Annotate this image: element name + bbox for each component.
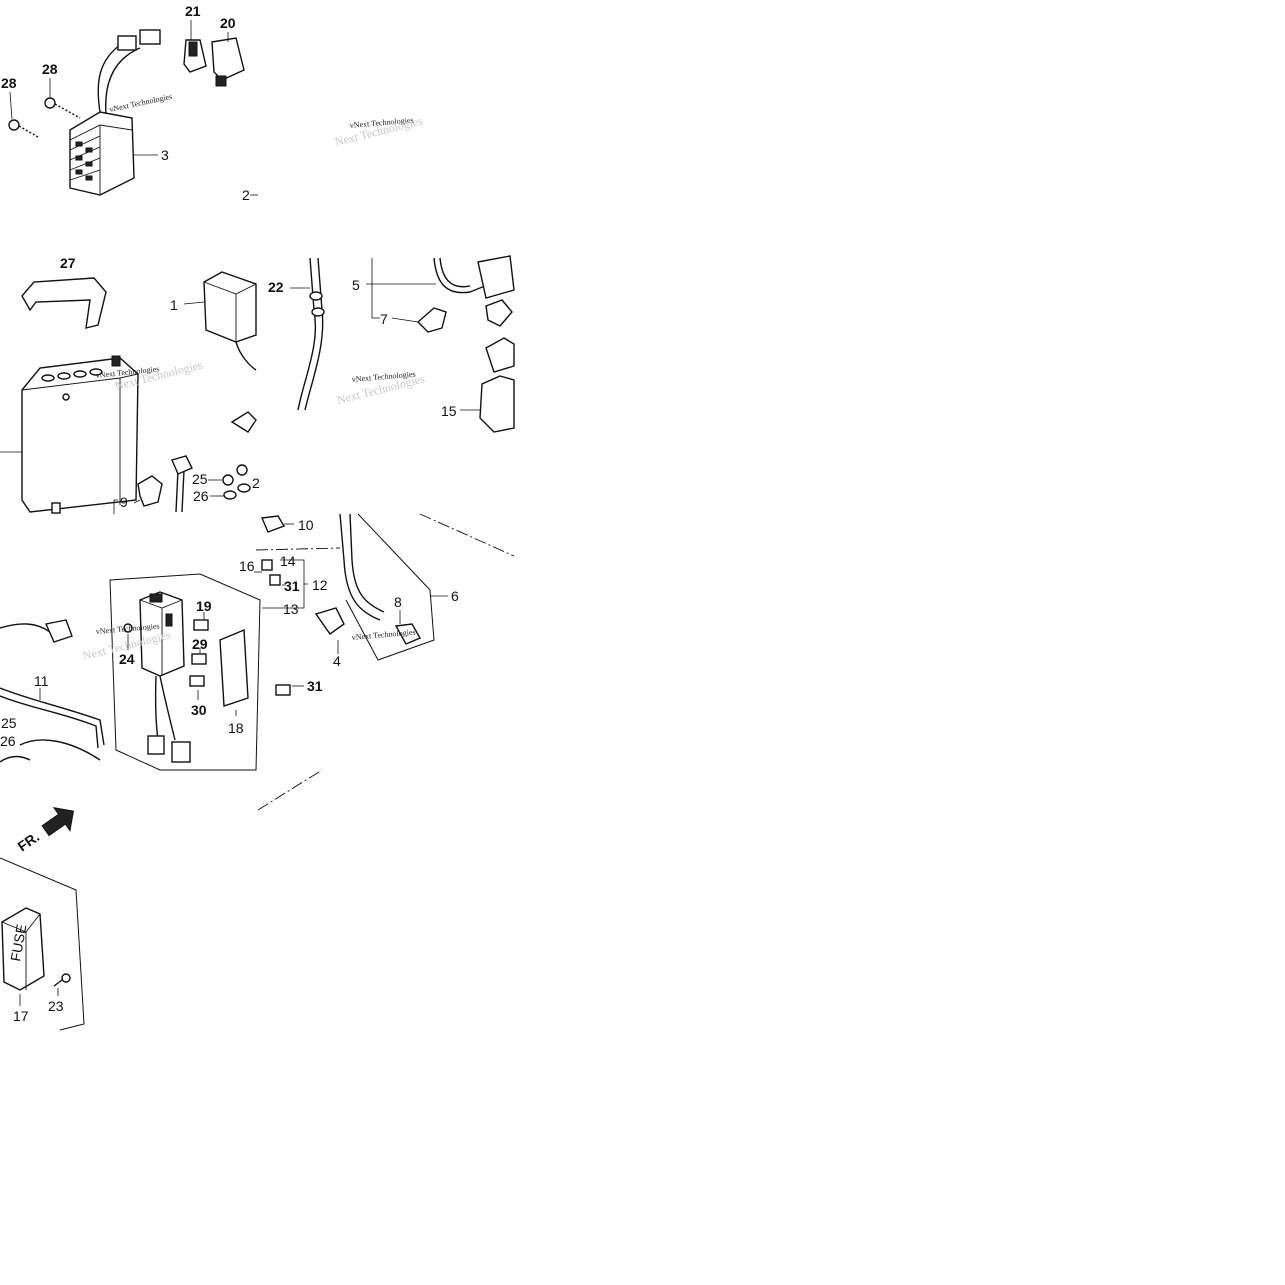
callout-2: 2 — [252, 475, 260, 491]
cable-5 — [433, 257, 491, 294]
callout-24: 24 — [119, 651, 135, 667]
callout-25: 25 — [1, 715, 17, 731]
screw-23 — [53, 973, 71, 987]
callout-16: 16 — [239, 558, 255, 574]
starter-relay-21 — [183, 39, 207, 73]
washer-26 — [223, 490, 237, 500]
callout-21: 21 — [185, 3, 201, 19]
starter-relay-15 — [479, 375, 515, 433]
callout-22: 22 — [268, 279, 284, 295]
panel-battery: 27 1 22 9 25 26 2 vNext Technologies Nex… — [0, 255, 426, 514]
callout-28: 28 — [1, 75, 17, 91]
terminal-cap-8 — [394, 623, 421, 645]
battery — [21, 355, 139, 513]
panel-bottom: FR. FUSE 17 23 — [0, 807, 85, 1031]
regulator-rectifier — [69, 111, 135, 196]
regulator-wire-1 — [97, 44, 121, 113]
fuse-31 — [275, 684, 291, 696]
relay-20 — [211, 37, 245, 87]
callout-26: 26 — [193, 488, 209, 504]
terminal-cap-7 — [416, 307, 447, 333]
callout-20: 20 — [220, 15, 236, 31]
callout-31: 31 — [284, 578, 300, 594]
front-arrow-icon — [41, 807, 75, 837]
callout-9: 9 — [120, 494, 128, 510]
fuse-19 — [193, 619, 209, 631]
fuse-29 — [191, 653, 207, 665]
clamp-4 — [314, 607, 345, 635]
callout-25: 25 — [192, 471, 208, 487]
callout-2: 2 — [242, 187, 250, 203]
callout-27: 27 — [60, 255, 76, 271]
battery-strap — [21, 277, 107, 329]
ignition-module — [203, 271, 257, 371]
callout-8: 8 — [394, 594, 402, 610]
callout-26: 26 — [0, 733, 16, 749]
callout-17: 17 — [13, 1008, 29, 1024]
callout-19: 19 — [196, 598, 212, 614]
nut-25 — [222, 474, 234, 486]
panel-right-upper: 5 7 15 — [352, 255, 515, 433]
fuse-harness — [159, 675, 176, 741]
fuse-box-cover-17: FUSE — [1, 907, 45, 991]
callout-5: 5 — [352, 277, 360, 293]
terminal-cover-9 — [137, 475, 163, 507]
bolt-28b — [8, 119, 39, 138]
cable-22 — [297, 257, 317, 411]
callout-3: 3 — [161, 147, 169, 163]
callout-10: 10 — [298, 517, 314, 533]
watermark: vNext Technologies — [109, 92, 173, 114]
connector-a — [117, 35, 137, 51]
panel-middle: 16 14 31 12 13 19 29 30 18 24 11 25 26 1… — [0, 513, 515, 811]
callout-4: 4 — [333, 653, 341, 669]
callout-23: 23 — [48, 998, 64, 1014]
fuse-14 — [261, 559, 273, 571]
callout-31: 31 — [307, 678, 323, 694]
callout-14: 14 — [280, 553, 296, 569]
fuse-30 — [189, 675, 205, 687]
callout-13: 13 — [283, 601, 299, 617]
harness-11 — [0, 687, 105, 746]
connector-b — [139, 29, 161, 45]
bolt-28a — [44, 97, 81, 119]
fuse-cover-18 — [219, 628, 249, 707]
callout-18: 18 — [228, 720, 244, 736]
callout-1: 1 — [170, 297, 178, 313]
callout-15: 15 — [441, 403, 457, 419]
callout-28: 28 — [42, 61, 58, 77]
callout-6: 6 — [451, 588, 459, 604]
battery-cable — [175, 469, 179, 513]
callout-29: 29 — [192, 636, 208, 652]
callout-11: 11 — [34, 673, 49, 689]
regulator-wire-2 — [105, 47, 141, 115]
front-label: FR. — [15, 828, 43, 854]
watermark-shadow: Next Technologies — [113, 357, 204, 392]
fuse-label: FUSE — [7, 923, 29, 963]
callout-30: 30 — [191, 702, 207, 718]
fuse-box — [139, 591, 185, 677]
callout-7: 7 — [380, 311, 388, 327]
panel-top-left: 21 20 28 28 3 2 vNext Technologies vNext… — [1, 3, 424, 203]
cover-10 — [260, 515, 286, 533]
callout-12: 12 — [312, 577, 328, 593]
ground-cable — [339, 513, 381, 621]
